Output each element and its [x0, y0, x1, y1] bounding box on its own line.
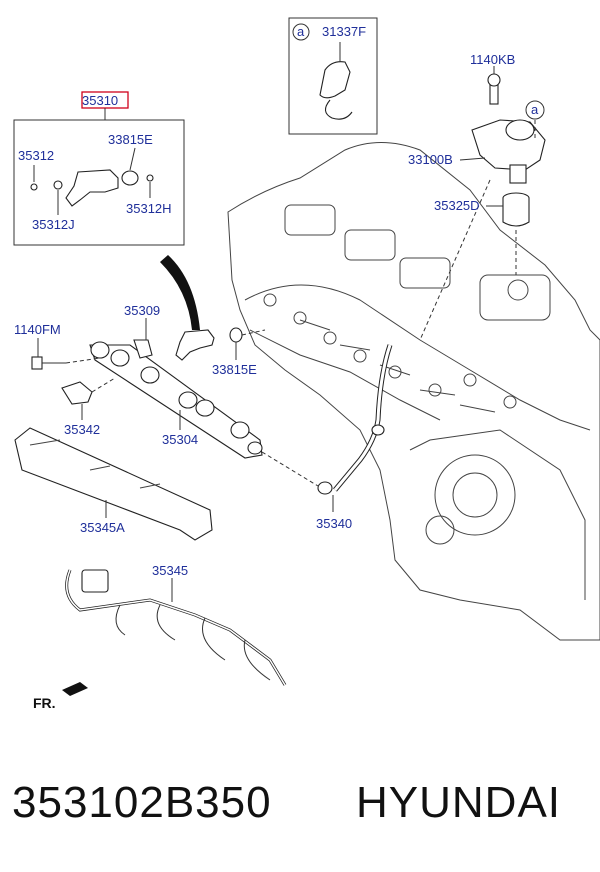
label-a-pump: a	[531, 102, 539, 117]
pressure-sensor	[61, 377, 116, 420]
injector-kit-box	[13, 91, 185, 246]
label-35310: 35310	[82, 93, 118, 108]
part-number: 353102B350	[12, 778, 272, 827]
label-33100b: 33100B	[408, 152, 453, 167]
front-label: FR.	[33, 695, 56, 711]
label-35312j: 35312J	[32, 217, 75, 232]
fuel-pump	[459, 66, 546, 184]
label-33815e: 33815E	[212, 362, 257, 377]
label-33815e-kit: 33815E	[108, 132, 153, 147]
label-35312h: 35312H	[126, 201, 172, 216]
label-35312: 35312	[18, 148, 54, 163]
label-31337f: 31337F	[322, 24, 366, 39]
brand-name: HYUNDAI	[356, 778, 562, 827]
heat-shield	[14, 427, 213, 541]
pump-tappet	[419, 179, 530, 341]
label-35325d: 35325D	[434, 198, 480, 213]
label-35345a: 35345A	[80, 520, 125, 535]
injector	[175, 327, 266, 361]
label-35304: 35304	[162, 432, 198, 447]
label-35342: 35342	[64, 422, 100, 437]
label-a-clip: a	[297, 24, 305, 39]
bolt-1140fm	[31, 338, 101, 370]
label-35309: 35309	[124, 303, 160, 318]
bracket-35309	[133, 318, 153, 359]
front-arrow-icon	[62, 682, 88, 696]
engine-block	[227, 142, 600, 641]
label-35340: 35340	[316, 516, 352, 531]
wiring-harness	[65, 569, 287, 686]
label-1140fm: 1140FM	[14, 322, 61, 337]
fuel-rail	[89, 341, 263, 459]
label-1140kb: 1140KB	[470, 52, 515, 67]
clip-box	[288, 17, 378, 135]
label-35345: 35345	[152, 563, 188, 578]
parts-diagram: 35310 35312 33815E 35312J 35312H a 31337…	[13, 17, 600, 711]
callout-arrow	[160, 255, 200, 330]
fuel-line	[261, 344, 393, 512]
